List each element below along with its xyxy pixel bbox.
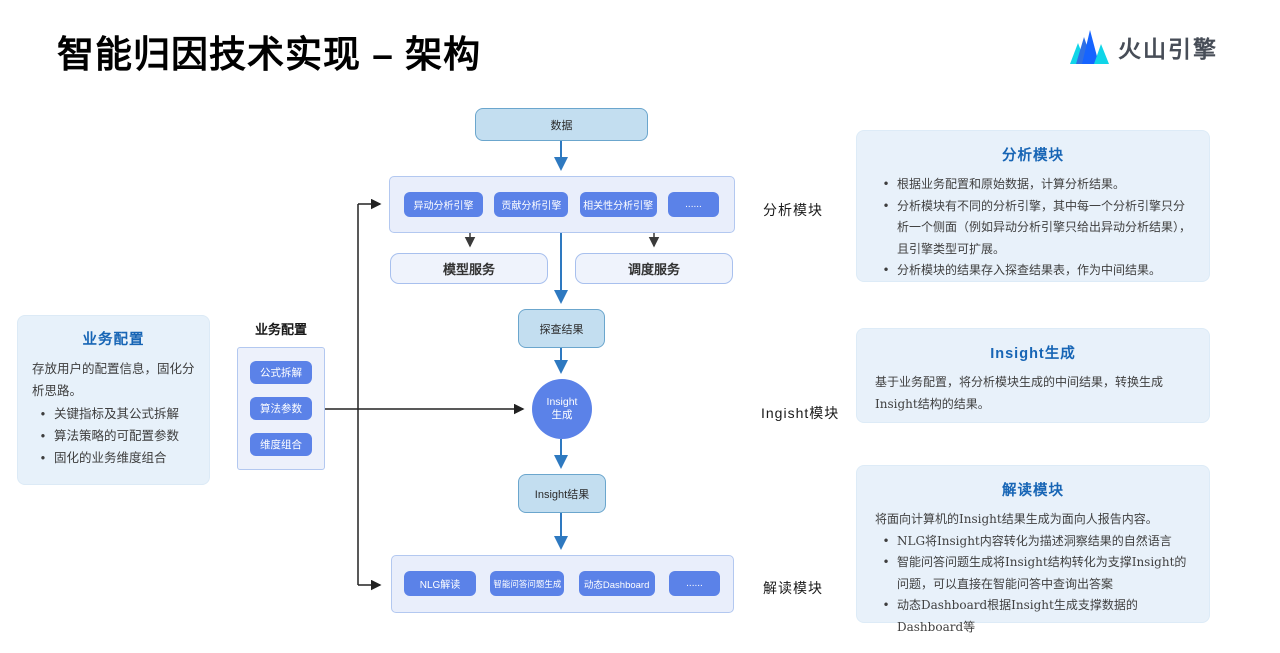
config-chip-formula: 公式拆解 <box>250 361 312 384</box>
engine-chip-more: ...... <box>667 192 719 217</box>
interpret-chip-qa: 智能问答问题生成 <box>490 571 565 596</box>
insight-generation-circle: Insight 生成 <box>532 379 592 439</box>
side-label-insight: Ingisht模块 <box>761 405 840 421</box>
interpret-chip-dashboard: 动态Dashboard <box>578 571 655 596</box>
analysis-module-panel: 分析模块 • 根据业务配置和原始数据，计算分析结果。 • 分析模块有不同的分析引… <box>856 130 1210 282</box>
analysis-panel-bullet: • 分析模块有不同的分析引擎，其中每一个分析引擎只分析一个侧面（例如异动分析引擎… <box>882 198 1192 256</box>
side-label-interpret: 解读模块 <box>763 580 823 596</box>
interpret-panel-intro: 将面向计算机的Insight结果生成为面向人报告内容。 <box>875 512 1158 526</box>
analysis-panel-title: 分析模块 <box>1002 148 1064 164</box>
insight-circle-line1: Insight <box>546 395 578 408</box>
business-config-box-label: 业务配置 <box>254 322 307 337</box>
engine-chip-correlation: 相关性分析引擎 <box>579 192 657 217</box>
model-service-node: 模型服务 <box>390 253 548 284</box>
interpret-chip-nlg: NLG解读 <box>404 571 476 596</box>
analysis-panel-bullet: • 分析模块的结果存入探查结果表，作为中间结果。 <box>882 263 1162 278</box>
volcano-mountains-icon <box>1070 30 1109 64</box>
business-config-bullet: • 关键指标及其公式拆解 <box>40 406 180 421</box>
insight-generation-panel: Insight生成 基于业务配置，将分析模块生成的中间结果，转换生成Insigh… <box>856 328 1210 423</box>
interpret-panel-bullet: • NLG将Insight内容转化为描述洞察结果的自然语言 <box>882 533 1172 548</box>
engine-chip-contribution: 贡献分析引擎 <box>494 192 569 217</box>
explore-result-node: 探查结果 <box>518 309 605 348</box>
side-label-analysis: 分析模块 <box>763 202 823 218</box>
insight-panel-title: Insight生成 <box>990 346 1076 362</box>
brand-name: 火山引擎 <box>1118 36 1218 62</box>
schedule-service-node: 调度服务 <box>575 253 733 284</box>
interpret-chip-more: ...... <box>668 571 720 596</box>
config-chip-algorithm: 算法参数 <box>250 397 312 420</box>
data-node: 数据 <box>475 108 648 141</box>
insight-result-node: Insight结果 <box>518 474 606 513</box>
business-config-intro: 存放用户的配置信息，固化分析思路。 <box>32 362 195 399</box>
analysis-panel-bullet: • 根据业务配置和原始数据，计算分析结果。 <box>882 177 1126 191</box>
interpret-panel-title: 解读模块 <box>1002 483 1064 499</box>
page-title: 智能归因技术实现 – 架构 <box>57 34 482 75</box>
business-config-panel: 业务配置 存放用户的配置信息，固化分析思路。 • 关键指标及其公式拆解 • 算法… <box>17 315 210 485</box>
interpret-panel-bullet: • 动态Dashboard根据Insight生成支撑数据的Dashboard等 <box>882 598 1138 634</box>
business-config-bullet: • 算法策略的可配置参数 <box>40 428 180 443</box>
config-chip-dimension: 维度组合 <box>250 433 312 456</box>
business-config-box: 公式拆解 算法参数 维度组合 <box>237 347 325 470</box>
business-config-panel-title: 业务配置 <box>82 332 145 348</box>
brand-logo: 火山引擎 <box>1068 28 1218 66</box>
insight-panel-body: 基于业务配置，将分析模块生成的中间结果，转换生成Insight结构的结果。 <box>875 375 1164 411</box>
interpret-module-panel: 解读模块 将面向计算机的Insight结果生成为面向人报告内容。 • NLG将I… <box>856 465 1210 634</box>
insight-circle-line2: 生成 <box>551 409 573 421</box>
interpret-panel-bullet: • 智能问答问题生成将Insight结构转化为支撑Insight的问题，可以直接… <box>882 555 1187 591</box>
engine-chip-anomaly: 异动分析引擎 <box>404 192 483 217</box>
business-config-bullet: • 固化的业务维度组合 <box>40 451 167 465</box>
